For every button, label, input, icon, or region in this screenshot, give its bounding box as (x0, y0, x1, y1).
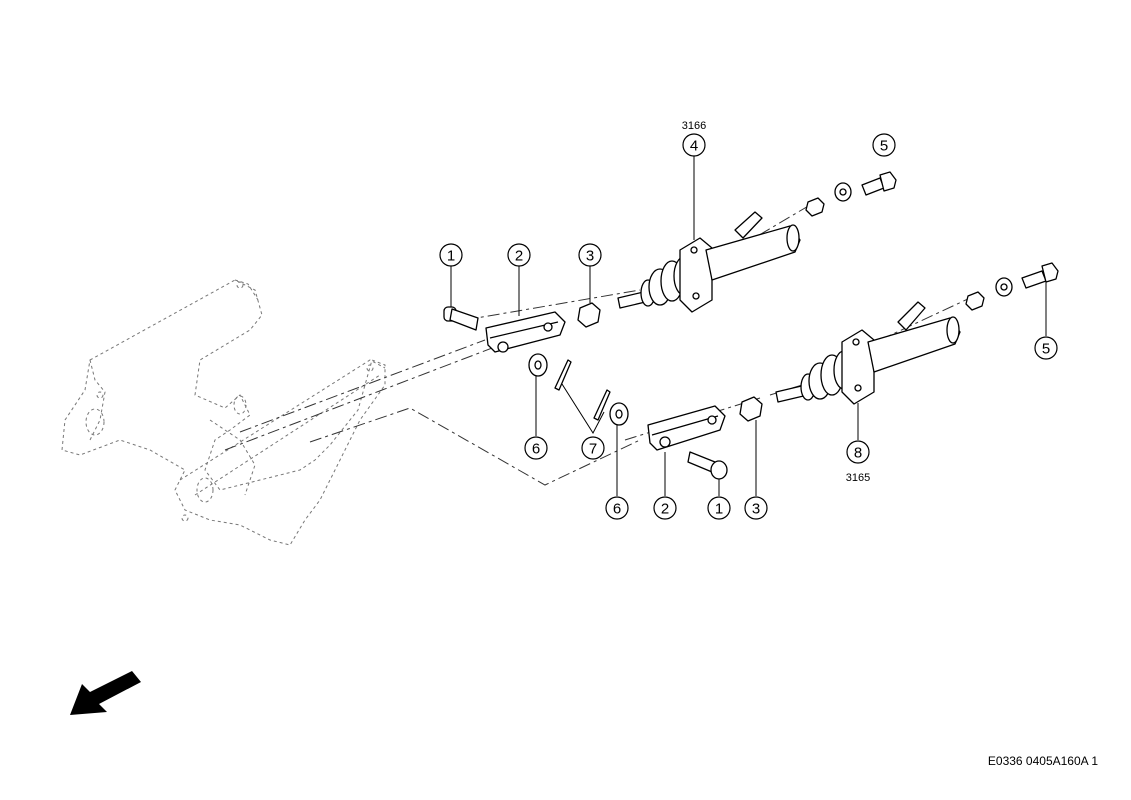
lower-washer (609, 402, 629, 426)
upper-clevis-pin (443, 306, 479, 331)
svg-text:6: 6 (532, 441, 540, 458)
upper-jam-nut (577, 302, 601, 328)
upper-mount-washer (834, 182, 852, 202)
svg-text:4: 4 (690, 138, 698, 155)
svg-text:3: 3 (586, 248, 594, 265)
callout-1-upper: 1 (439, 243, 463, 267)
callout-8: 8 (846, 440, 870, 464)
upper-clevis (485, 311, 566, 353)
callout-5-upper: 5 (872, 133, 896, 157)
callout-5-lower: 5 (1034, 336, 1058, 360)
svg-text:2: 2 (515, 248, 523, 265)
callout-3-lower: 3 (744, 496, 768, 520)
lower-clevis (647, 405, 726, 451)
svg-text:6: 6 (613, 501, 621, 518)
leader-lines (450, 156, 1047, 496)
callout-2-upper: 2 (507, 243, 531, 267)
callout-4: 4 (682, 133, 706, 157)
callout-3-upper: 3 (578, 243, 602, 267)
lower-mount-washer (995, 277, 1013, 297)
upper-mount-nut (805, 197, 825, 217)
upper-cotter-pin (554, 359, 572, 391)
reference-upper-cylinder: 3166 (682, 120, 706, 132)
callout-6-upper: 6 (524, 436, 548, 460)
callout-7: 7 (581, 436, 605, 460)
svg-text:2: 2 (661, 501, 669, 518)
lower-clevis-pin (687, 451, 728, 480)
svg-text:8: 8 (854, 445, 862, 462)
direction-arrow-icon (70, 671, 141, 715)
lower-master-cylinder (775, 301, 961, 405)
upper-mount-bolt (861, 171, 897, 196)
upper-washer (528, 353, 548, 377)
lower-cotter-pin (593, 389, 611, 421)
svg-text:1: 1 (715, 501, 723, 518)
svg-text:5: 5 (1042, 341, 1050, 358)
callout-6-lower: 6 (605, 496, 629, 520)
reference-lower-cylinder: 3165 (846, 472, 870, 484)
drawing-id-label: E0336 0405A160A 1 (987, 754, 1098, 768)
lower-jam-nut (739, 396, 763, 422)
lower-mount-nut (965, 291, 985, 311)
callout-1-lower: 1 (707, 496, 731, 520)
callout-2-lower: 2 (653, 496, 677, 520)
lower-mount-bolt (1021, 262, 1059, 289)
svg-text:7: 7 (589, 441, 597, 458)
upper-master-cylinder (617, 211, 801, 313)
svg-text:1: 1 (447, 248, 455, 265)
chassis-bracket-ghost (61, 279, 386, 546)
svg-text:5: 5 (880, 138, 888, 155)
svg-text:3: 3 (752, 501, 760, 518)
